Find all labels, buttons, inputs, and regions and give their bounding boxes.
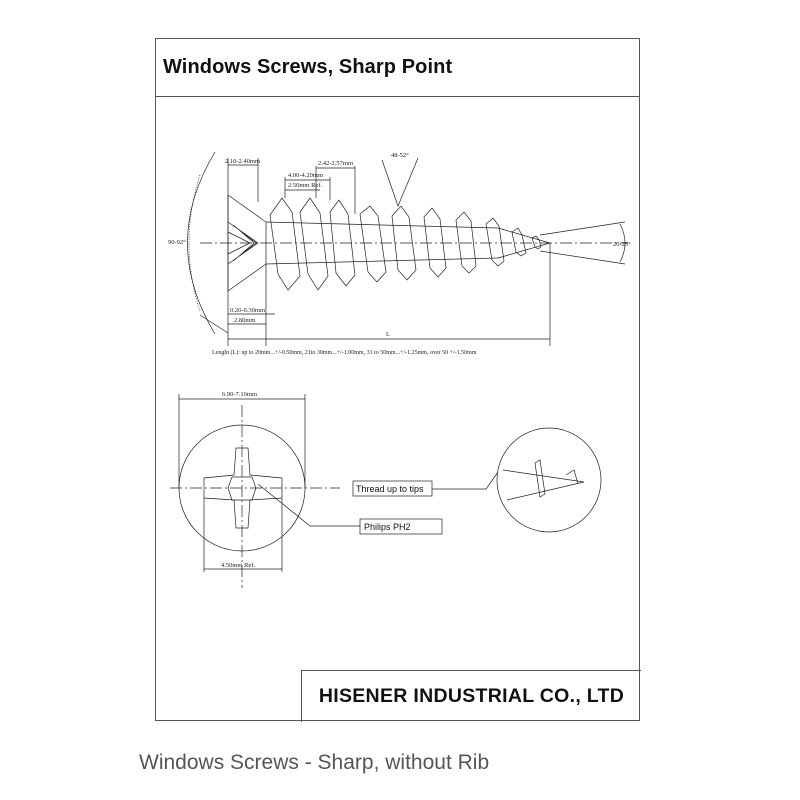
dim-head-depth: 2.80mm <box>234 317 256 324</box>
dim-length: L <box>386 331 390 338</box>
callout-thread-label: Thread up to tips <box>356 484 424 494</box>
dim-head-height: 2.10-2.40mm <box>225 158 260 165</box>
callout-recess-label: Philips PH2 <box>364 522 411 532</box>
dim-minor-ref: 2.50mm Ref. <box>288 182 322 189</box>
shank-top <box>265 221 499 229</box>
dim-major-diameter: 4.00-4.20mm <box>288 172 323 179</box>
dim-head-angle: 90-92° <box>168 239 186 246</box>
detail-circle <box>496 427 602 533</box>
shank-bottom <box>265 257 499 265</box>
dim-edge: 0.20-0.30mm <box>230 307 265 314</box>
company-name: HISENER INDUSTRIAL CO., LTD <box>318 685 625 707</box>
drawing-sheet: Windows Screws, Sharp Point HISENER INDU… <box>155 38 641 722</box>
phillips-recess <box>203 447 283 529</box>
screw-side-view <box>187 151 628 346</box>
callout-box-thread <box>352 480 433 497</box>
callout-box-recess <box>359 518 443 535</box>
thread-crests <box>269 197 542 291</box>
image-caption: Windows Screws - Sharp, without Rib <box>139 751 490 774</box>
company-box: HISENER INDUSTRIAL CO., LTD <box>301 670 641 722</box>
screw-top-view <box>170 394 602 588</box>
dim-thread-pitch: 2.42-2.57mm <box>318 160 353 167</box>
length-tolerance-note: Lenght (L): up to 20mm...+/-0.50mm, 21to… <box>212 349 477 356</box>
dim-recess: 4.50mm Ref. <box>221 562 255 569</box>
title-bar: Windows Screws, Sharp Point <box>156 39 639 97</box>
dim-head-diameter: 6.90-7.10mm <box>222 391 257 398</box>
dim-thread-angle: 48-52° <box>391 152 409 159</box>
page-title: Windows Screws, Sharp Point <box>163 56 453 78</box>
dim-point-angle: 20-25° <box>613 241 631 248</box>
head-arc <box>187 151 216 335</box>
